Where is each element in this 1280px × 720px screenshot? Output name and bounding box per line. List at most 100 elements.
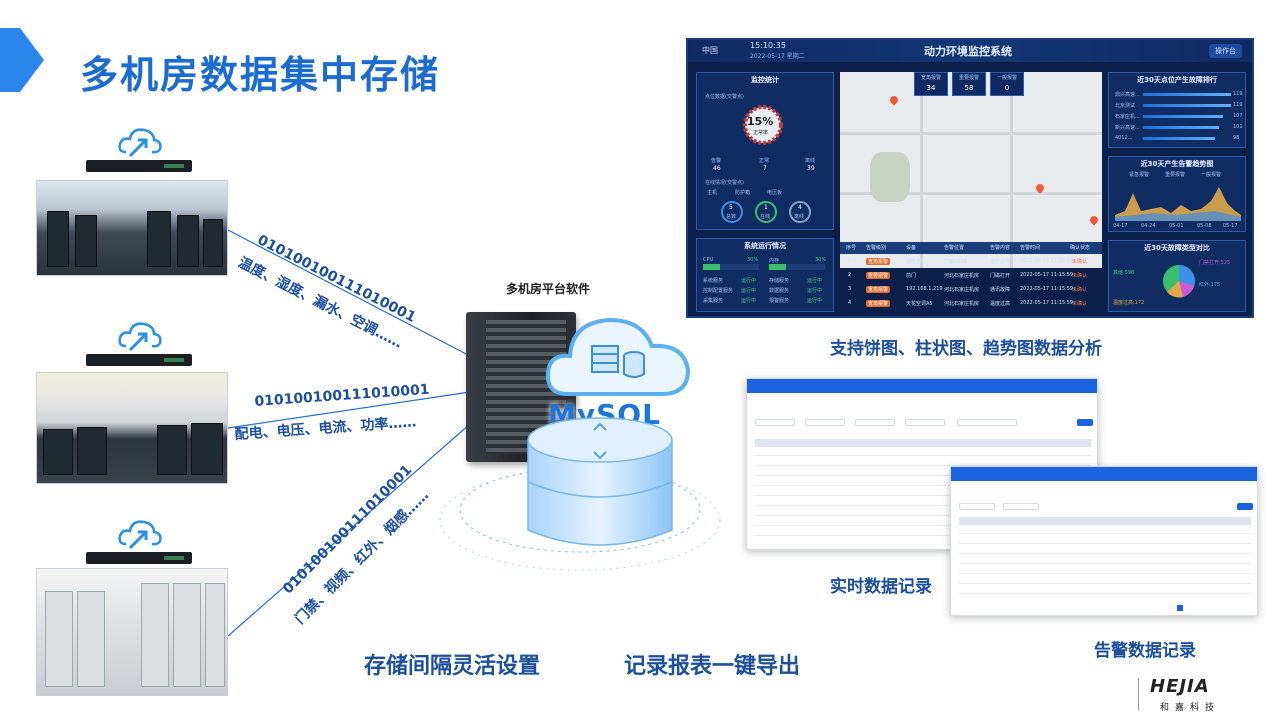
rank-name: 鼎兴高速... <box>1115 92 1140 98</box>
service-status: 运行中 <box>741 278 757 284</box>
alarm-pin-icon[interactable] <box>888 94 900 106</box>
pie-label: 温度过高:172 <box>1113 300 1145 306</box>
x-tick: 04-24 <box>1141 223 1156 229</box>
tab-voltage[interactable]: 电压板 <box>767 190 783 196</box>
cloud-upload-icon <box>118 128 162 158</box>
rank-value: 98 <box>1233 135 1240 141</box>
query-button[interactable] <box>1077 419 1093 426</box>
service-name: 数据服务 <box>769 288 790 294</box>
database-cylinder-icon <box>527 417 673 546</box>
page-title: 多机房数据集中存储 <box>80 53 441 97</box>
service-name: 控制配置服务 <box>703 288 734 294</box>
service-name: 报警服务 <box>769 298 790 304</box>
table-row[interactable]: 1 宽角报警 湿度表1 广西0516 湿度超限 2022-05-17 11:15… <box>848 258 1088 265</box>
cloud-database-icon <box>545 317 691 396</box>
mem-label: 内存 <box>769 258 780 264</box>
server-room-photo <box>36 180 228 276</box>
circle-label: 离线 <box>794 214 805 220</box>
pagination-active[interactable] <box>1177 605 1183 611</box>
circle-label: 在线 <box>760 214 771 220</box>
logo-mark: HEJIA <box>1150 676 1210 697</box>
table-row[interactable]: 3 宽角报警 192.168.1.219 河北石家庄机房 通讯故障 2022-0… <box>848 286 1088 293</box>
alarm-count-box: 重要报警 58 <box>952 72 986 96</box>
pie-label: 其他:590 <box>1113 270 1135 276</box>
panel-title: 监控统计 <box>751 76 779 84</box>
pie-label: 红外:175 <box>1199 282 1221 288</box>
alarm-label: 重要报警 <box>958 75 979 81</box>
legend-item: 重要报警 <box>1165 172 1186 178</box>
service-name: 系统服务 <box>703 278 724 284</box>
rank-name: 石家庄机... <box>1115 114 1140 120</box>
monitor-panel: 监控统计 点位数据(交警点) 15% 正常率 告警 46 正常 7 离线 39 … <box>696 72 834 230</box>
export-caption: 记录报表一键导出 <box>624 654 801 679</box>
platform-label: 多机房平台软件 <box>506 282 591 296</box>
circle-value: 5 <box>729 204 733 211</box>
table-header: 序号 告警级别 设备 告警位置 告警内容 告警时间 确认状态 <box>840 242 1102 254</box>
mem-value: 30% <box>815 257 827 263</box>
trend-area-chart <box>1115 187 1241 221</box>
logo-subtitle: 和嘉科技 <box>1160 703 1221 713</box>
panel-title: 近30天故障类型对比 <box>1144 244 1210 252</box>
fault-pie-chart <box>1163 265 1195 298</box>
alarm-value: 0 <box>1004 84 1010 92</box>
alarm-pin-icon[interactable] <box>1088 214 1100 226</box>
online-label: 在线情况(交警点) <box>705 180 744 186</box>
monitoring-dashboard: 中国 15:10:35 2022-05-17 星期二 动力环境监控系统 操作台 … <box>686 38 1254 318</box>
alarm-value: 58 <box>964 84 974 92</box>
rank-value: 107 <box>1233 113 1243 119</box>
pie-label: 门禁打开:525 <box>1199 260 1231 266</box>
circle-label: 总数 <box>726 214 737 220</box>
x-tick: 04-17 <box>1113 223 1128 229</box>
service-status: 运行中 <box>807 298 823 304</box>
stat-label: 正常 <box>759 158 770 164</box>
trend-panel: 近30天产生告警趋势图 紧急报警 重要报警 一般报警 04-17 04-24 0… <box>1108 156 1246 232</box>
service-status: 运行中 <box>741 298 757 304</box>
table-row[interactable]: 4 宽角报警 天花空调A5 河北石家庄机房 温度过高 2022-05-17 11… <box>848 300 1088 307</box>
stat-value: 7 <box>763 165 767 172</box>
percent-label: 正常率 <box>753 130 769 136</box>
tab-host[interactable]: 主机 <box>707 190 718 196</box>
realtime-record-window <box>746 378 1098 550</box>
x-tick: 05-17 <box>1223 223 1238 229</box>
alarm-value: 34 <box>926 84 936 92</box>
dashboard-header <box>688 40 1252 62</box>
panel-title: 近30天点位产生故障排行 <box>1137 76 1217 84</box>
ranking-panel: 近30天点位产生故障排行 鼎兴高速... 119 北京测试 119 石家庄机..… <box>1108 72 1246 148</box>
circle-value: 4 <box>798 204 802 211</box>
cloud-upload-icon <box>118 322 162 352</box>
alarm-label: 宽角报警 <box>920 75 941 81</box>
stat-value: 39 <box>807 165 815 172</box>
cloud-upload-icon <box>118 520 162 550</box>
operate-button[interactable]: 操作台 <box>1209 44 1242 58</box>
panel-title: 近30天产生告警趋势图 <box>1140 160 1214 168</box>
rank-name: 4012... <box>1115 135 1133 141</box>
title-chevron-icon <box>0 28 44 92</box>
alarm-count-box: 宽角报警 34 <box>914 72 948 96</box>
x-tick: 05-08 <box>1197 223 1212 229</box>
query-button[interactable] <box>1237 503 1253 510</box>
server-room-photo <box>36 372 228 484</box>
stat-label: 离线 <box>805 158 816 164</box>
dashboard-caption: 支持饼图、柱状图、趋势图数据分析 <box>830 339 1102 359</box>
company-logo: HEJIA 和嘉科技 <box>1138 676 1238 713</box>
server-room-photo <box>36 568 228 696</box>
legend-item: 紧急报警 <box>1129 172 1150 178</box>
system-panel: 系统运行情况 CPU 30% 内存 30% 系统服务 运行中 存储服务 运行中 … <box>696 238 834 312</box>
x-tick: 05-01 <box>1169 223 1184 229</box>
service-status: 运行中 <box>807 278 823 284</box>
rank-value: 119 <box>1233 102 1243 108</box>
percent-value: 15% <box>747 115 774 128</box>
interval-caption: 存储间隔灵活设置 <box>364 654 541 679</box>
location-label: 中国 <box>702 46 718 55</box>
service-status: 运行中 <box>807 288 823 294</box>
collector-device <box>86 552 192 564</box>
alarm-count-box: 一般报警 0 <box>990 72 1024 96</box>
table-row[interactable]: 2 重要报警 前门 河北石家庄机房 门磁打开 2022-05-17 11:15:… <box>848 272 1088 279</box>
collector-device <box>86 354 192 366</box>
clock-time: 15:10:35 <box>750 41 786 50</box>
map-view[interactable] <box>840 72 1102 268</box>
realtime-caption: 实时数据记录 <box>830 577 932 597</box>
service-name: 采集服务 <box>703 298 724 304</box>
circle-value: 1 <box>764 204 768 211</box>
tab-box[interactable]: 防护箱 <box>735 190 751 196</box>
